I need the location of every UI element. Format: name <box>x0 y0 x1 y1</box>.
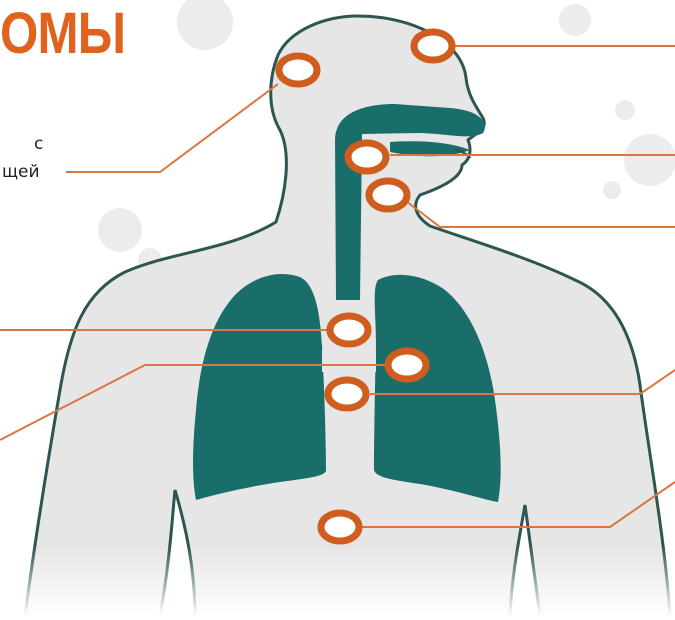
marker-head <box>414 32 452 60</box>
side-label: с щей <box>2 130 43 186</box>
marker-brain <box>279 56 317 84</box>
marker-nose <box>348 143 386 171</box>
side-label-line-1: с <box>2 130 43 158</box>
marker-lung <box>388 351 426 379</box>
marker-chest <box>328 380 366 408</box>
marker-throat <box>369 181 407 209</box>
marker-trachea <box>330 316 368 344</box>
marker-abdomen <box>321 513 359 541</box>
side-label-line-2: щей <box>2 158 43 186</box>
title-text: ОМЫ <box>0 2 125 66</box>
bottom-fade <box>0 546 675 616</box>
trachea-gap <box>322 350 376 372</box>
